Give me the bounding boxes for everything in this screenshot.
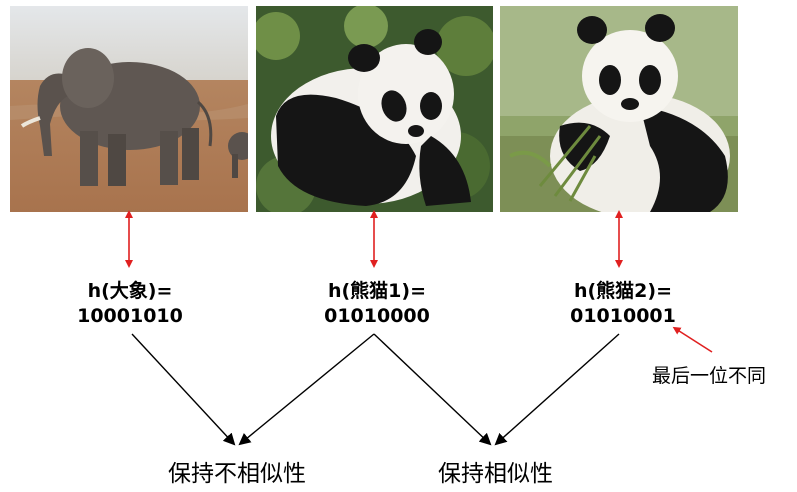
flow-line-panda1-to-not-similar (238, 333, 375, 446)
flow-line-panda2-to-similar (494, 333, 620, 446)
last-bit-annotation: 最后一位不同 (652, 365, 767, 387)
result-similar: 保持相似性 (438, 461, 553, 487)
elephant-image (10, 6, 248, 212)
hash-panda-2-label: h(熊猫2)= (573, 280, 673, 302)
hash-elephant: h(大象)= 10001010 (60, 279, 200, 329)
annotation-arrow (672, 326, 713, 353)
hash-elephant-value: 10001010 (77, 305, 183, 327)
hash-panda-1: h(熊猫1)= 01010000 (302, 279, 452, 329)
hash-panda-2: h(熊猫2)= 01010001 (548, 279, 698, 329)
hash-elephant-label: h(大象)= (87, 280, 173, 302)
hash-panda-1-label: h(熊猫1)= (327, 280, 427, 302)
flow-line-elephant-to-not-similar (131, 333, 236, 446)
panda-image-1 (256, 6, 493, 212)
hash-panda-1-value: 01010000 (324, 305, 430, 327)
flow-line-panda1-to-similar (373, 333, 492, 446)
hash-panda-2-value: 01010001 (570, 305, 676, 327)
panda-image-2 (500, 6, 738, 212)
result-not-similar: 保持不相似性 (168, 461, 306, 487)
